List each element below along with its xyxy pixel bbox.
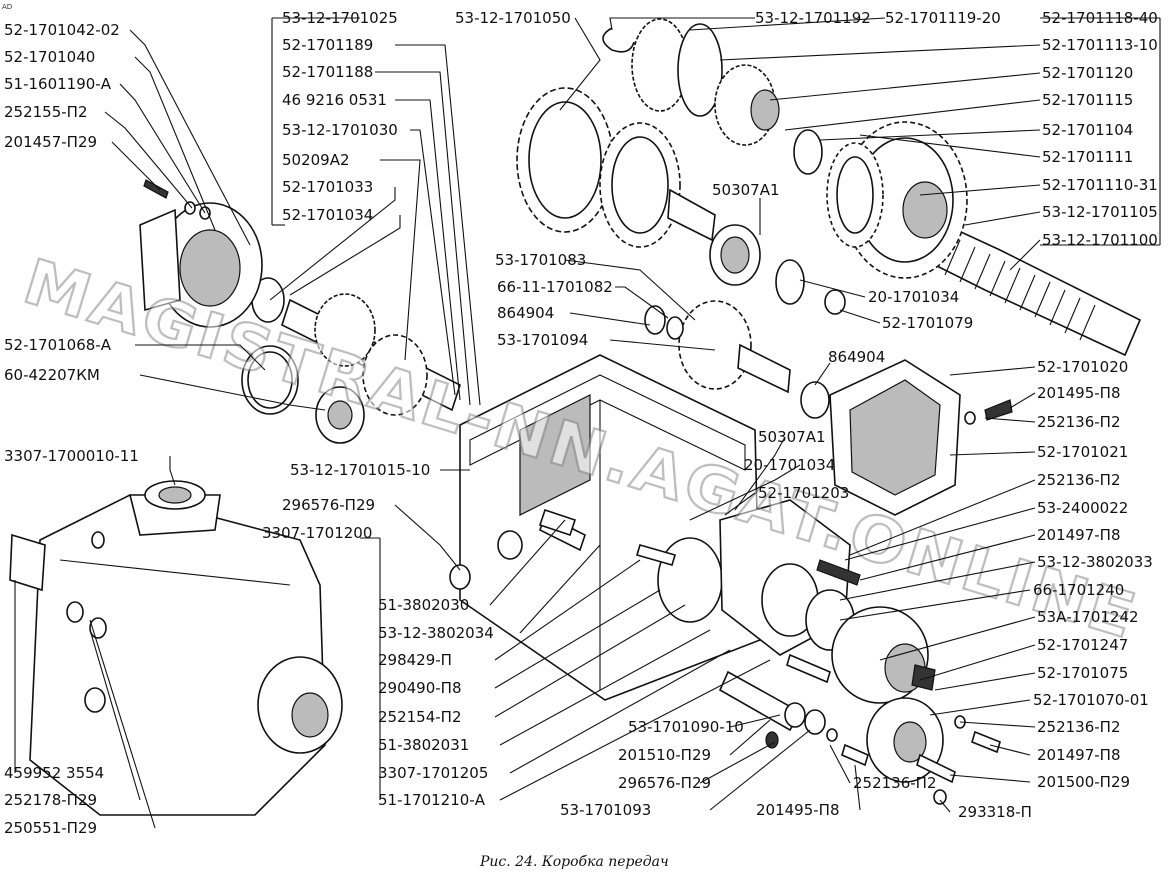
part-number-label: 66-11-1701082 bbox=[497, 278, 613, 296]
part-number-label: 53-1701094 bbox=[497, 331, 588, 349]
part-number-label: 252136-П2 bbox=[1037, 718, 1121, 736]
part-number-label: 52-1701021 bbox=[1037, 443, 1128, 461]
part-number-label: 53-12-1701025 bbox=[282, 9, 398, 27]
part-number-label: 53-12-1701105 bbox=[1042, 203, 1158, 221]
corner-mark: AD bbox=[2, 3, 12, 11]
part-number-label: 53-2400022 bbox=[1037, 499, 1128, 517]
part-number-label: 53-12-1701100 bbox=[1042, 231, 1158, 249]
input-shaft bbox=[251, 277, 461, 416]
part-number-label: 53-1701093 bbox=[560, 801, 651, 819]
front-cover bbox=[139, 179, 263, 328]
output-flange bbox=[831, 606, 936, 704]
part-number-label: 459952 3554 bbox=[4, 764, 104, 782]
part-number-label: 52-1701040 bbox=[4, 48, 95, 66]
part-number-label: 52-1701247 bbox=[1037, 636, 1128, 654]
countershaft-gears bbox=[516, 87, 716, 248]
part-number-label: 52-1701033 bbox=[282, 178, 373, 196]
part-number-label: 52-1701070-01 bbox=[1033, 691, 1149, 709]
part-number-label: 252155-П2 bbox=[4, 103, 88, 121]
part-number-label: 53-12-1701030 bbox=[282, 121, 398, 139]
part-number-label: 66-1701240 bbox=[1033, 581, 1124, 599]
part-number-label: 201495-П8 bbox=[1037, 384, 1121, 402]
part-number-label: 252136-П2 bbox=[1037, 413, 1121, 431]
part-number-label: 53-12-1701192 bbox=[755, 9, 871, 27]
part-number-label: 201497-П8 bbox=[1037, 526, 1121, 544]
part-number-label: 201457-П29 bbox=[4, 133, 97, 151]
part-number-label: 52-1701110-31 bbox=[1042, 176, 1158, 194]
part-number-label: 298429-П bbox=[378, 651, 452, 669]
gearbox-case bbox=[459, 354, 761, 701]
part-number-label: 252178-П29 bbox=[4, 791, 97, 809]
part-number-label: 3307-1701205 bbox=[378, 764, 488, 782]
synchro-gear bbox=[826, 142, 884, 248]
part-number-label: 296576-П29 bbox=[618, 774, 711, 792]
part-number-label: 293318-П bbox=[958, 803, 1032, 821]
part-number-label: 864904 bbox=[497, 304, 554, 322]
part-number-label: 250551-П29 bbox=[4, 819, 97, 837]
part-number-label: 3307-1700010-11 bbox=[4, 447, 139, 465]
part-number-label: 52-1701042-02 bbox=[4, 21, 120, 39]
part-number-label: 52-1701113-10 bbox=[1042, 36, 1158, 54]
part-number-label: 60-42207КМ bbox=[4, 366, 100, 384]
speedo-gear bbox=[538, 508, 577, 537]
callout-labels: 52-1701042-02 52-1701040 51-1601190-А 25215… bbox=[4, 9, 1158, 837]
part-number-label: 50307А1 bbox=[712, 181, 780, 199]
parts-group bbox=[9, 18, 1142, 816]
rear-housing bbox=[636, 499, 861, 656]
part-number-label: 53-12-1701050 bbox=[455, 9, 571, 27]
part-number-label: 290490-П8 bbox=[378, 679, 462, 697]
part-number-label: 52-1701079 bbox=[882, 314, 973, 332]
part-number-label: 201510-П29 bbox=[618, 746, 711, 764]
part-number-label: 296576-П29 bbox=[282, 496, 375, 514]
part-number-label: 201495-П8 bbox=[756, 801, 840, 819]
part-number-label: 52-1701188 bbox=[282, 63, 373, 81]
part-number-label: 201497-П8 bbox=[1037, 746, 1121, 764]
part-number-label: 46 9216 0531 bbox=[282, 91, 387, 109]
part-number-label: 53-12-3802034 bbox=[378, 624, 494, 642]
bearing-top bbox=[709, 224, 846, 315]
part-number-label: 51-1701210-А bbox=[378, 791, 486, 809]
part-number-label: 52-1701203 bbox=[758, 484, 849, 502]
part-number-label: 20-1701034 bbox=[744, 456, 835, 474]
part-number-label: 52-1701120 bbox=[1042, 64, 1133, 82]
part-number-label: 53-1701090-10 bbox=[628, 718, 744, 736]
part-number-label: 53-12-1701015-10 bbox=[290, 461, 430, 479]
part-number-label: 52-1701189 bbox=[282, 36, 373, 54]
part-number-label: 252136-П2 bbox=[1037, 471, 1121, 489]
part-number-label: 52-1701104 bbox=[1042, 121, 1133, 139]
seal-and-bearing bbox=[241, 345, 365, 444]
plug-nut bbox=[449, 564, 471, 590]
part-number-label: 864904 bbox=[828, 348, 885, 366]
part-number-label: 50209А2 bbox=[282, 151, 350, 169]
part-number-label: 252154-П2 bbox=[378, 708, 462, 726]
part-number-label: 53-1701083 bbox=[495, 251, 586, 269]
part-number-label: 53А-1701242 bbox=[1037, 608, 1139, 626]
leader-lines bbox=[14, 17, 1161, 829]
part-number-label: 53-12-3802033 bbox=[1037, 553, 1153, 571]
part-number-label: 52-1701118-40 bbox=[1042, 9, 1158, 27]
figure-caption: Рис. 24. Коробка передач bbox=[479, 854, 669, 870]
part-number-label: 20-1701034 bbox=[868, 288, 959, 306]
part-number-label: 51-1601190-А bbox=[4, 75, 112, 93]
part-number-label: 52-1701020 bbox=[1037, 358, 1128, 376]
part-number-label: 51-3802030 bbox=[378, 596, 469, 614]
part-number-label: 3307-1701200 bbox=[262, 524, 372, 542]
part-number-label: 52-1701115 bbox=[1042, 91, 1133, 109]
synchronizer-pack bbox=[602, 18, 823, 175]
part-number-label: 52-1701034 bbox=[282, 206, 373, 224]
part-number-label: 201500-П29 bbox=[1037, 773, 1130, 791]
part-number-label: 252136-П2 bbox=[853, 774, 937, 792]
part-number-label: 50307А1 bbox=[758, 428, 826, 446]
assembled-gearbox bbox=[9, 480, 343, 816]
part-number-label: 52-1701111 bbox=[1042, 148, 1133, 166]
part-number-label: 52-1701075 bbox=[1037, 664, 1128, 682]
reverse-idler-gear bbox=[644, 300, 830, 419]
rear-cover bbox=[866, 697, 1001, 805]
part-number-label: 52-1701119-20 bbox=[885, 9, 1001, 27]
rear-gasket bbox=[829, 359, 1013, 516]
part-number-label: 52-1701068-А bbox=[4, 336, 112, 354]
part-number-label: 51-3802031 bbox=[378, 736, 469, 754]
